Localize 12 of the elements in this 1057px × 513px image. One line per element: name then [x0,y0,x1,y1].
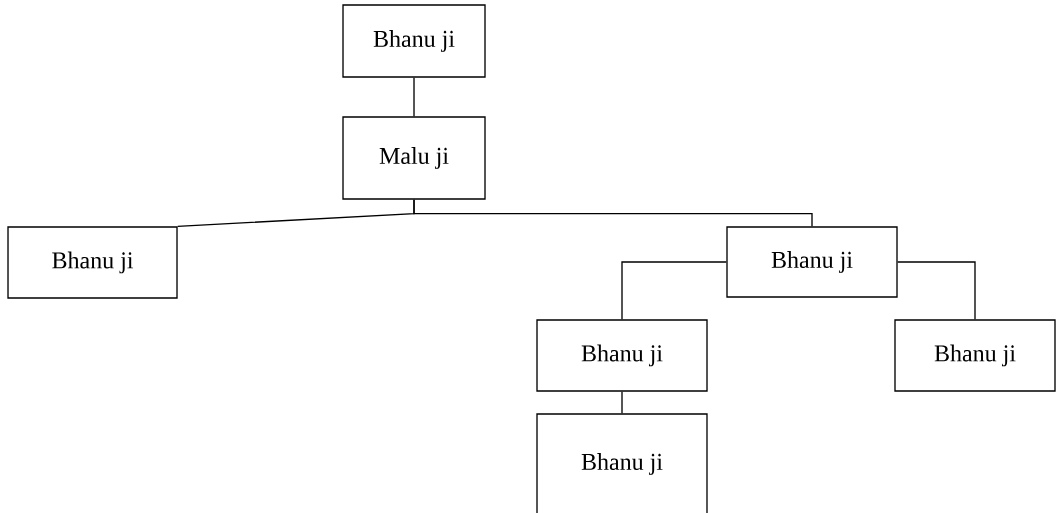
person-box: Bhanu ji [536,319,708,392]
person-box: Bhanu ji [894,319,1056,392]
connector-line [897,261,976,320]
person-box: Bhanu ji [342,4,486,78]
connector-line [621,391,623,414]
connector-line [413,77,415,117]
person-box: Bhanu ji [536,413,708,513]
person-box: Malu ji [342,116,486,200]
connector-line [621,261,727,320]
person-box: Bhanu ji [726,226,898,298]
person-box: Bhanu ji [7,226,178,299]
connector-line [413,199,813,227]
